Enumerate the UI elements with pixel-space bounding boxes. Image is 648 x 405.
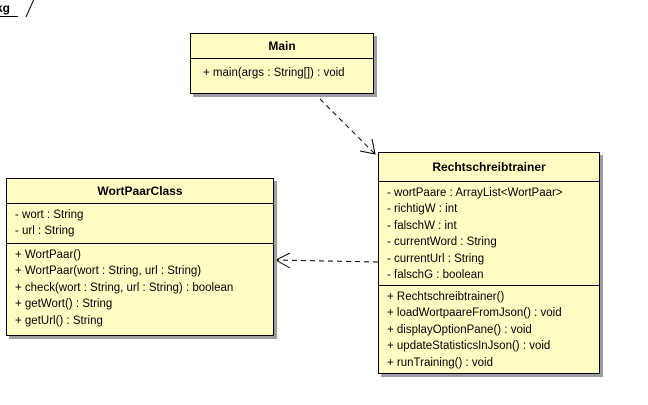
operation: + WortPaar(): [15, 249, 81, 261]
attribute: - currentWord : String: [387, 236, 497, 249]
operation: + WortPaar(wort : String, url : String): [15, 265, 202, 278]
attribute: - url : String: [15, 225, 75, 238]
class-name: Rechtschreibtrainer: [379, 153, 599, 182]
class-name: WortPaarClass: [7, 179, 273, 204]
operations-compartment: + main(args : String[]) : void: [191, 59, 373, 84]
attribute: - falschG : boolean: [387, 269, 484, 282]
attributes-compartment: - wortPaare : ArrayList<WortPaar> - rich…: [379, 182, 599, 286]
dependency-trainer-to-wortpaar: [274, 252, 379, 269]
operation: + main(args : String[]) : void: [203, 67, 345, 79]
attributes-compartment: - wort : String - url : String: [7, 204, 273, 244]
operations-compartment: + WortPaar() + WortPaar(wort : String, u…: [7, 244, 273, 332]
operations-compartment: + Rechtschreibtrainer() + loadWortpaareF…: [379, 286, 599, 374]
operation: + Rechtschreibtrainer(): [387, 291, 505, 303]
attribute: - richtigW : int: [387, 203, 458, 216]
attribute: - falschW : int: [387, 219, 457, 232]
attribute: - currentUrl : String: [387, 252, 485, 265]
operation: + updateStatisticsInJson() : void: [387, 340, 551, 353]
class-name: Main: [191, 34, 373, 59]
operation: + check(wort : String, url : String) : b…: [15, 281, 234, 294]
dependency-main-to-trainer: [319, 98, 376, 155]
class-wortpaarclass[interactable]: WortPaarClass - wort : String - url : St…: [6, 178, 274, 336]
operation: + getWort() : String: [15, 298, 113, 311]
class-main[interactable]: Main + main(args : String[]) : void: [190, 33, 374, 94]
attribute: - wortPaare : ArrayList<WortPaar>: [387, 187, 563, 199]
package-tab-corner: [18, 0, 34, 17]
operation: + displayOptionPane() : void: [387, 323, 532, 336]
operation: + runTraining() : void: [387, 356, 493, 369]
package-label: kg: [0, 1, 11, 15]
operation: + loadWortpaareFromJson() : void: [387, 307, 562, 320]
attribute: - wort : String: [15, 209, 84, 221]
operation: + getUrl() : String: [15, 314, 103, 327]
class-rechtschreibtrainer[interactable]: Rechtschreibtrainer - wortPaare : ArrayL…: [378, 152, 600, 374]
